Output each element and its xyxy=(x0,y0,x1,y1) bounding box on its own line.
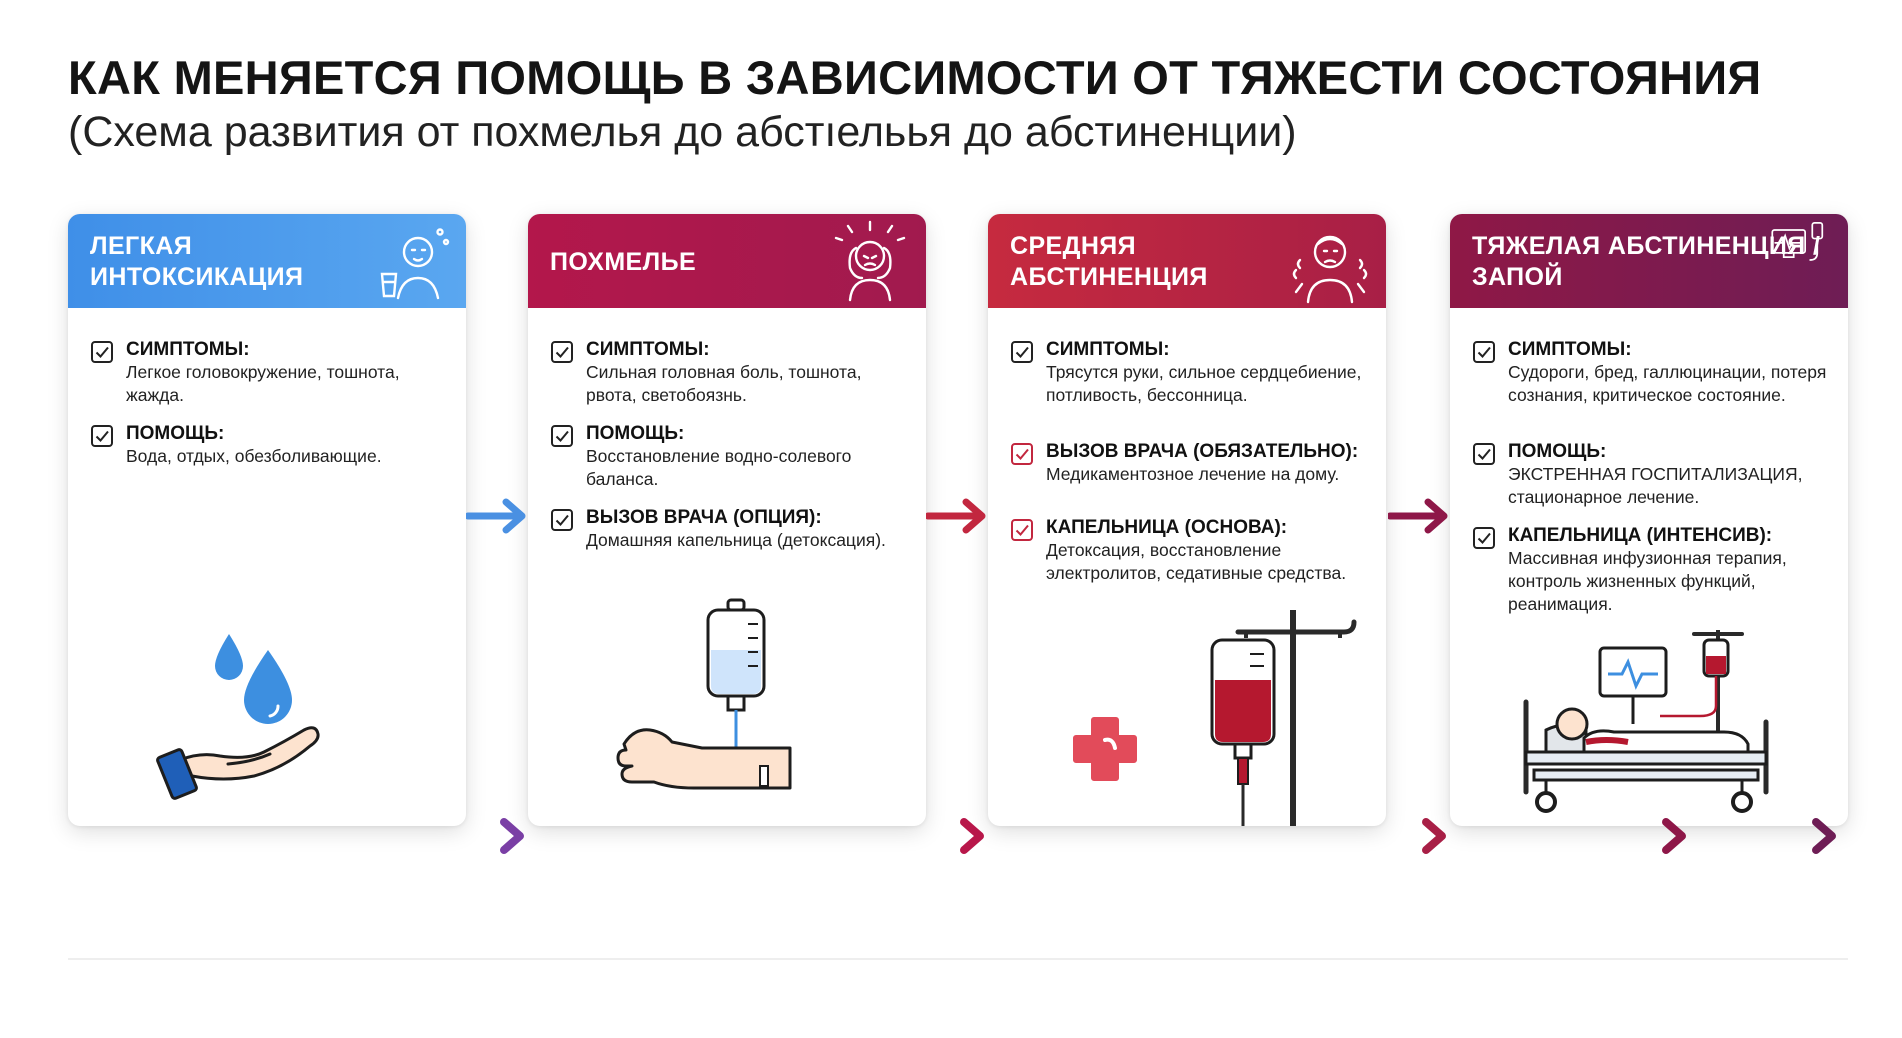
section-title: СИМПТОМЫ: xyxy=(126,339,250,360)
iv-drip-section: КАПЕЛЬНИЦА (ИНТЕНСИВ): Массивная инфузио… xyxy=(1472,524,1836,616)
iv-drip-section: КАПЕЛЬНИЦА (ОСНОВА): Детоксация, восстан… xyxy=(1010,516,1374,585)
section-text: Массивная инфузионная терапия, контроль … xyxy=(1508,548,1787,614)
section-text: Вода, отдых, обезболивающие. xyxy=(126,446,382,466)
symptoms-section: СИМПТОМЫ: Легкое головокружение, тошнота… xyxy=(90,338,454,407)
checkbox-checked-icon xyxy=(551,425,573,447)
section-text: Трясутся руки, сильное сердцебиение, пот… xyxy=(1046,362,1362,405)
card-title: Средняя абстиненция xyxy=(1010,232,1208,291)
card-header xyxy=(988,214,1386,308)
checkbox-checked-icon xyxy=(1473,443,1495,465)
checkbox-checked-red-icon xyxy=(1011,443,1033,465)
page-title: КАК МЕНЯЕТСЯ ПОМОЩЬ В ЗАВИСИМОСТИ ОТ ТЯЖ… xyxy=(68,51,1762,104)
symptoms-section: СИМПТОМЫ: Сильная головная боль, тошнота… xyxy=(550,338,914,407)
section-text: Детоксация, восстановление электролитов,… xyxy=(1046,540,1347,583)
iv-drip-arm-icon xyxy=(616,598,792,790)
stage-card-hangover: Похмелье СИМПТОМЫ: Сильная головная боль… xyxy=(528,214,926,826)
transition-arrow-icon xyxy=(1388,498,1448,534)
section-title: КАПЕЛЬНИЦА (ИНТЕНСИВ): xyxy=(1508,525,1773,546)
person-drinking-water-icon xyxy=(380,228,450,300)
section-text: Домашняя капельница (детоксация). xyxy=(586,530,886,550)
help-section: ПОМОЩЬ: Восстановление водно-солевого ба… xyxy=(550,422,914,491)
section-title: СИМПТОМЫ: xyxy=(1046,339,1170,360)
section-title: ВЫЗОВ ВРАЧА (ОПЦИЯ): xyxy=(586,507,822,528)
water-drops-hand-icon xyxy=(156,634,320,800)
section-text: ЭКСТРЕННАЯ ГОСПИТАЛИЗАЦИЯ, стационарное … xyxy=(1508,464,1803,507)
checkbox-checked-icon xyxy=(1473,527,1495,549)
stage-card-severe-withdrawal: Тяжелая абстиненция / запой СИМПТОМЫ: Су… xyxy=(1450,214,1848,826)
section-text: Восстановление водно-солевого баланса. xyxy=(586,446,852,489)
help-section: ПОМОЩЬ: ЭКСТРЕННАЯ ГОСПИТАЛИЗАЦИЯ, стаци… xyxy=(1472,440,1836,509)
transition-arrow-icon xyxy=(926,498,986,534)
checkbox-checked-icon xyxy=(551,341,573,363)
checkbox-checked-icon xyxy=(1473,341,1495,363)
transition-arrow-icon xyxy=(466,498,526,534)
section-title: КАПЕЛЬНИЦА (ОСНОВА): xyxy=(1046,517,1288,538)
checkbox-checked-icon xyxy=(91,341,113,363)
doctor-call-section: ВЫЗОВ ВРАЧА (ОБЯЗАТЕЛЬНО): Медикаментозн… xyxy=(1010,440,1374,486)
doctor-call-section: ВЫЗОВ ВРАЧА (ОПЦИЯ): Домашняя капельница… xyxy=(550,506,914,552)
card-title: Легкая интоксикация xyxy=(90,232,304,291)
person-headache-icon xyxy=(834,220,906,302)
section-title: ПОМОЩЬ: xyxy=(586,423,685,444)
card-title: Тяжелая абстиненция / запой xyxy=(1472,232,1821,291)
stage-card-mild-intoxication: Легкая интоксикация СИМПТОМЫ: Легкое гол… xyxy=(68,214,466,826)
checkbox-checked-icon xyxy=(1011,341,1033,363)
symptoms-section: СИМПТОМЫ: Трясутся руки, сильное сердцеб… xyxy=(1010,338,1374,407)
person-trembling-icon xyxy=(1292,235,1368,304)
section-text: Медикаментозное лечение на дому. xyxy=(1046,464,1340,484)
progression-flow-arrow xyxy=(63,818,1836,854)
section-title: СИМПТОМЫ: xyxy=(586,339,710,360)
heart-monitor-iv-icon xyxy=(1771,222,1824,261)
section-text: Судороги, бред, галлюцинации, потеря соз… xyxy=(1508,362,1827,405)
hospital-bed-patient-icon xyxy=(1523,630,1769,813)
section-title: СИМПТОМЫ: xyxy=(1508,339,1632,360)
section-title: ПОМОЩЬ: xyxy=(126,423,225,444)
card-title: Похмелье xyxy=(550,247,697,276)
section-title: ПОМОЩЬ: xyxy=(1508,441,1607,462)
card-header xyxy=(528,214,926,308)
checkbox-checked-red-icon xyxy=(1011,519,1033,541)
symptoms-section: СИМПТОМЫ: Судороги, бред, галлюцинации, … xyxy=(1472,338,1836,407)
checkbox-checked-icon xyxy=(91,425,113,447)
medical-cross-iv-stand-icon xyxy=(1073,610,1357,826)
section-text: Сильная головная боль, тошнота, рвота, с… xyxy=(586,362,862,405)
help-section: ПОМОЩЬ: Вода, отдых, обезболивающие. xyxy=(90,422,454,468)
section-text: Легкое головокружение, тошнота, жажда. xyxy=(126,362,400,405)
checkbox-checked-icon xyxy=(551,509,573,531)
page-subtitle: (Схема развития от похмелья до абстıельь… xyxy=(68,108,1297,156)
stage-card-moderate-withdrawal: Средняя абстиненция СИМПТОМЫ: Трясутся р… xyxy=(988,214,1386,826)
section-title: ВЫЗОВ ВРАЧА (ОБЯЗАТЕЛЬНО): xyxy=(1046,441,1359,462)
footer-divider xyxy=(68,958,1848,960)
